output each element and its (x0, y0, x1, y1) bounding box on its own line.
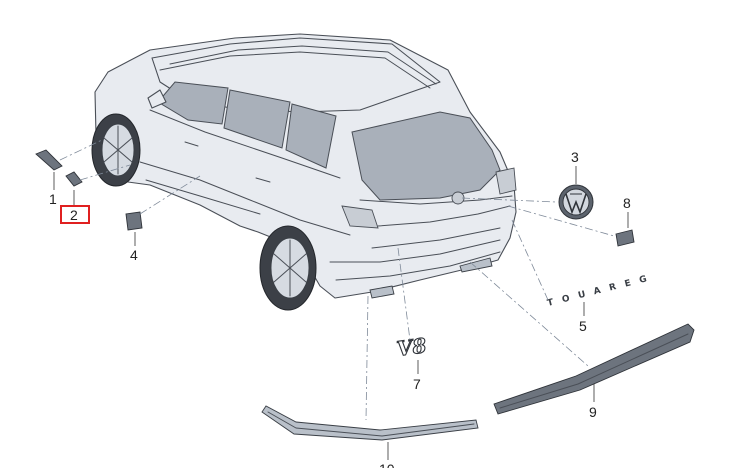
callout-3: 3 (571, 149, 579, 165)
callout-9: 9 (589, 404, 597, 420)
dash-line-9 (469, 261, 589, 367)
engine-badge-text: V8 (395, 333, 428, 361)
part-4-plate[interactable] (125, 211, 143, 231)
rear-wheel (259, 225, 317, 311)
dash-line-1 (59, 139, 103, 161)
part-9-trim-strip[interactable] (493, 323, 695, 415)
part-7-engine-badge[interactable]: V8 (395, 333, 429, 362)
vw-logo-icon[interactable] (558, 184, 594, 220)
dash-line-2 (79, 164, 131, 181)
part-10-trim-strip[interactable] (261, 405, 479, 441)
front-wheel (91, 113, 141, 187)
part-2-side-badge[interactable] (65, 171, 83, 187)
callout-numbers: 1 2 3 4 5 7 8 9 10 (49, 149, 631, 468)
callout-5: 5 (579, 318, 587, 334)
callout-leaders (53, 166, 629, 460)
callout-2-highlight (60, 205, 90, 224)
callout-2: 2 (70, 207, 78, 223)
part-1-side-emblem[interactable] (35, 149, 63, 171)
dash-line-5 (511, 219, 549, 301)
vehicle-illustration (91, 33, 517, 311)
dash-line-8 (507, 205, 615, 237)
dash-line-4 (139, 175, 201, 215)
callout-4: 4 (130, 247, 138, 263)
part-8-plate[interactable] (615, 229, 635, 247)
part-5-model-lettering[interactable]: TOUAREG (546, 272, 656, 309)
model-lettering-text: TOUAREG (546, 272, 656, 309)
dashed-reference-lines (59, 139, 615, 421)
callout-7: 7 (413, 376, 421, 392)
dash-line-10 (365, 295, 369, 421)
callout-1: 1 (49, 191, 57, 207)
callout-10: 10 (379, 461, 395, 468)
callout-8: 8 (623, 195, 631, 211)
